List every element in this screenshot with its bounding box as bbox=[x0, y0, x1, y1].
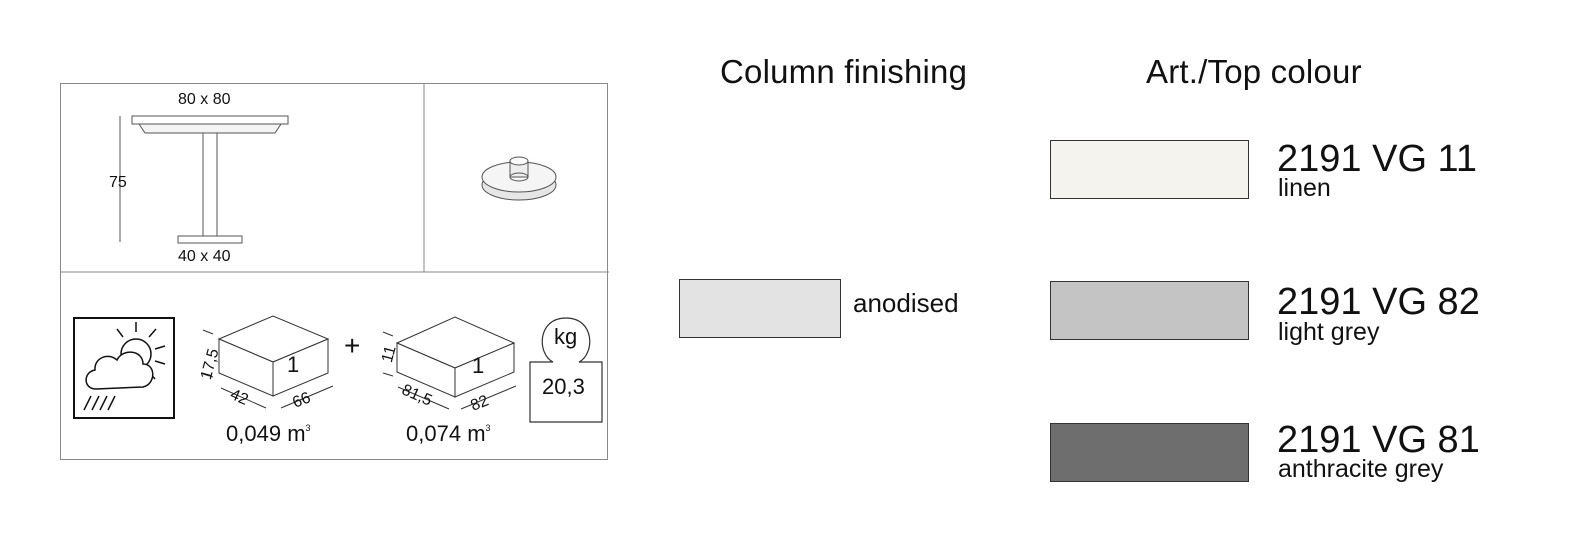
colour-name-light-grey: light grey bbox=[1278, 318, 1380, 346]
colour-swatch-light-grey[interactable] bbox=[1050, 281, 1249, 340]
colour-swatch-anthracite-grey[interactable] bbox=[1050, 423, 1249, 482]
colour-name-linen: linen bbox=[1278, 174, 1331, 202]
colour-code-light-grey: 2191 VG 82 bbox=[1277, 281, 1480, 323]
finish-label-anodised: anodised bbox=[853, 288, 959, 318]
base-size-label: 40 x 40 bbox=[178, 248, 231, 265]
package-2-box bbox=[382, 316, 517, 410]
package-1-volume: 0,049 m3 bbox=[226, 421, 311, 446]
weight-unit: kg bbox=[554, 324, 578, 349]
specification-drawing bbox=[61, 84, 609, 423]
colour-code-anthracite-grey: 2191 VG 81 bbox=[1277, 419, 1480, 461]
height-label: 75 bbox=[109, 174, 127, 191]
package-1-box bbox=[202, 315, 334, 409]
sun-cloud-rain-icon bbox=[73, 317, 175, 419]
package-1-count: 1 bbox=[287, 352, 300, 377]
column-finishing-heading: Column finishing bbox=[720, 53, 968, 90]
specification-panel: 80 x 80 75 40 x 40 17,5 1 42 66 0,049 m3… bbox=[60, 83, 609, 460]
finish-swatch-anodised[interactable] bbox=[679, 279, 841, 338]
round-base-icon bbox=[481, 156, 557, 201]
top-size-label: 80 x 80 bbox=[178, 91, 231, 108]
colour-code-linen: 2191 VG 11 bbox=[1277, 138, 1478, 180]
colour-name-anthracite-grey: anthracite grey bbox=[1278, 455, 1444, 483]
plus-sign: + bbox=[344, 330, 361, 361]
colour-swatch-linen[interactable] bbox=[1050, 140, 1249, 199]
table-drawing bbox=[119, 115, 289, 244]
package-2-count: 1 bbox=[472, 353, 485, 378]
weight-value: 20,3 bbox=[542, 374, 585, 399]
weight-icon bbox=[529, 317, 603, 423]
top-colour-heading: Art./Top colour bbox=[1146, 53, 1362, 90]
package-2-volume: 0,074 m3 bbox=[406, 421, 491, 446]
